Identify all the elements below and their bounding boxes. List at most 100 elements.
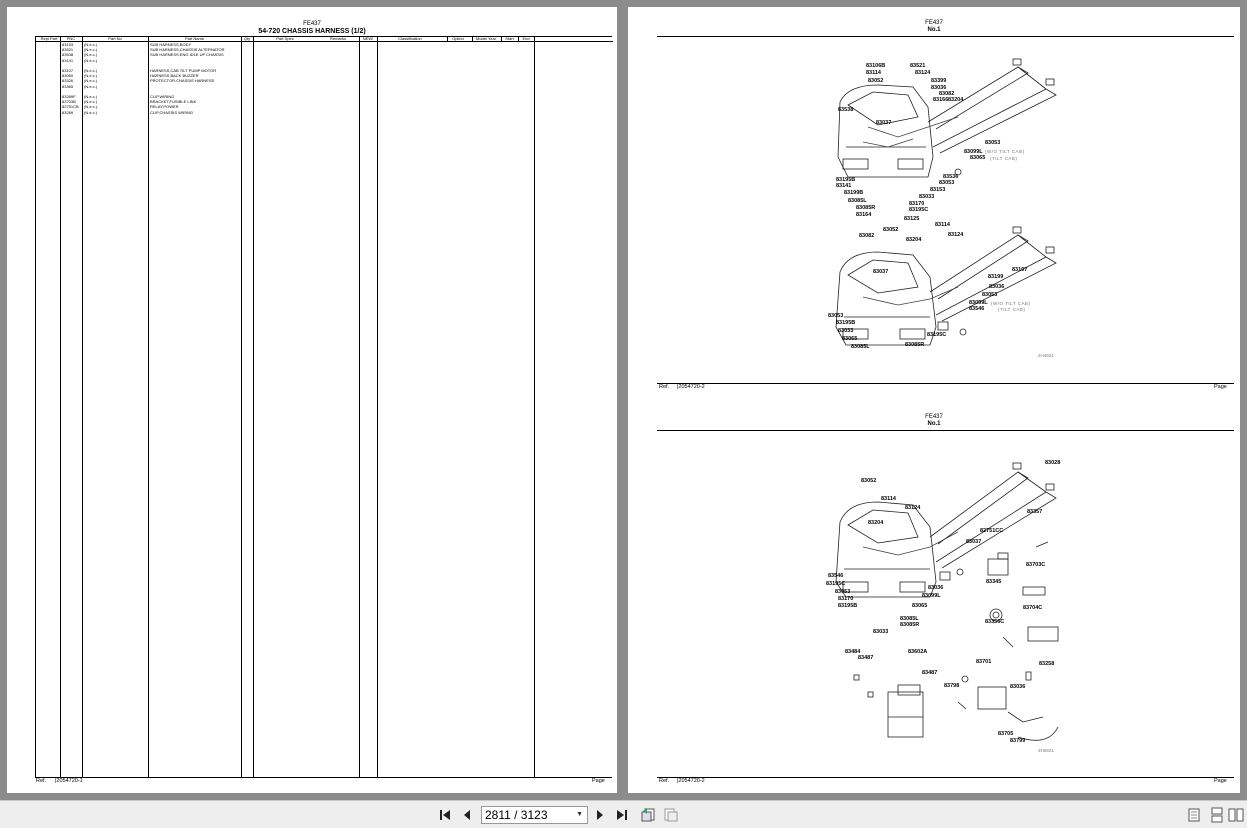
part-callout[interactable]: 83170: [909, 201, 925, 207]
part-callout[interactable]: 83164: [856, 212, 872, 218]
first-page-icon[interactable]: [437, 807, 453, 823]
last-page-icon[interactable]: [614, 807, 630, 823]
part-callout[interactable]: 83053: [982, 292, 998, 298]
part-callout[interactable]: 83053: [828, 313, 844, 319]
part-callout[interactable]: 83085R: [905, 342, 925, 348]
single-page-icon[interactable]: [1186, 807, 1202, 823]
part-callout[interactable]: 83799: [1010, 738, 1026, 744]
part-callout[interactable]: 83399: [931, 78, 947, 84]
part-callout[interactable]: 83085R: [900, 622, 920, 628]
continuous-page-icon[interactable]: [1209, 807, 1225, 823]
part-callout[interactable]: 83141: [836, 183, 852, 189]
part-callout[interactable]: 83484: [845, 649, 861, 655]
part-callout[interactable]: 83065: [842, 336, 858, 342]
figure-code: 2H4921: [1038, 353, 1054, 358]
part-callout[interactable]: 83195B: [838, 603, 858, 609]
part-callout[interactable]: 83546: [969, 306, 985, 312]
part-callout[interactable]: 83536: [943, 174, 959, 180]
part-callout[interactable]: 83028: [1045, 460, 1061, 466]
part-callout[interactable]: 83082: [859, 233, 875, 239]
part-callout[interactable]: 83065: [970, 155, 986, 161]
part-callout[interactable]: 83487: [922, 670, 938, 676]
part-callout[interactable]: 83082: [939, 91, 955, 97]
part-callout[interactable]: 83125: [904, 216, 920, 222]
part-callout[interactable]: 83704C: [1023, 605, 1043, 611]
go-back-icon[interactable]: [640, 807, 656, 823]
part-callout[interactable]: 83037: [876, 120, 892, 126]
part-callout[interactable]: 83199: [988, 274, 1004, 280]
part-callout[interactable]: 83487: [858, 655, 874, 661]
part-callout[interactable]: 83037: [966, 539, 982, 545]
part-callout[interactable]: 83107: [1012, 267, 1028, 273]
part-callout[interactable]: 83204: [868, 520, 884, 526]
part-callout[interactable]: 83085L: [848, 198, 867, 204]
part-callout[interactable]: 83033: [838, 328, 854, 334]
pnc-cell: 82751CB: [62, 104, 79, 110]
part-no-cell: (N.e.c.): [84, 68, 98, 73]
part-name-cell: SUB HARNESS,BODY: [150, 42, 192, 47]
part-callout[interactable]: 83195C: [909, 207, 929, 213]
next-page-icon[interactable]: [592, 807, 608, 823]
part-callout[interactable]: 83124: [948, 232, 964, 238]
prev-page-icon[interactable]: [459, 807, 475, 823]
part-callout[interactable]: 83701: [976, 659, 992, 665]
part-callout[interactable]: 83521: [910, 63, 926, 69]
part-callout[interactable]: 83033: [919, 194, 935, 200]
facing-page-icon[interactable]: [1228, 807, 1244, 823]
col-qty: Qty: [243, 36, 251, 41]
part-callout[interactable]: 83085R: [856, 205, 876, 211]
part-callout[interactable]: 83195C: [826, 581, 846, 587]
part-callout[interactable]: 83114: [881, 496, 896, 502]
part-callout[interactable]: 83538: [838, 107, 854, 113]
part-callout[interactable]: 83199B: [844, 190, 864, 196]
document-viewer[interactable]: FE437 54-720 CHASSIS HARNESS (1/2) Repl …: [0, 0, 1247, 800]
part-callout[interactable]: 83798: [944, 683, 960, 689]
part-callout[interactable]: 83053: [835, 589, 851, 595]
part-callout[interactable]: 83204: [948, 97, 964, 103]
part-callout[interactable]: 83357: [1027, 509, 1043, 515]
part-callout[interactable]: 83602A: [908, 649, 928, 655]
part-callout[interactable]: 83052: [883, 227, 899, 233]
part-callout[interactable]: 83124: [915, 70, 931, 76]
part-callout[interactable]: 83037: [873, 269, 889, 275]
part-callout[interactable]: 83085L: [851, 344, 870, 350]
page-number-select[interactable]: 2811 / 3123 ▼: [481, 806, 588, 824]
part-callout[interactable]: 83703C: [1026, 562, 1046, 568]
part-callout[interactable]: 83036: [989, 284, 1005, 290]
model-code: FE437: [303, 21, 321, 27]
part-callout[interactable]: 83124: [905, 505, 921, 511]
part-callout[interactable]: 83065: [912, 603, 928, 609]
part-callout[interactable]: 83052: [861, 478, 877, 484]
page-label: Page: [1214, 384, 1227, 390]
part-callout[interactable]: 82751CC: [980, 528, 1004, 534]
part-callout[interactable]: 83114: [866, 70, 881, 76]
part-callout[interactable]: 83085L: [900, 616, 919, 622]
part-callout[interactable]: 83033: [873, 629, 889, 635]
part-callout[interactable]: 83114: [935, 222, 950, 228]
part-callout[interactable]: 83053: [939, 180, 955, 186]
part-callout[interactable]: 83036: [928, 585, 944, 591]
part-callout[interactable]: 83195B: [836, 320, 856, 326]
part-callout[interactable]: 83170: [838, 596, 854, 602]
part-name-cell: SUB HARNESS,CHASSIS ALTERNATOR: [150, 47, 225, 53]
part-callout[interactable]: 83153: [930, 187, 946, 193]
part-callout[interactable]: 83052: [868, 78, 884, 84]
part-callout[interactable]: 83099L: [922, 593, 941, 599]
part-callout[interactable]: 83546: [828, 573, 844, 579]
part-callout[interactable]: 83356C: [985, 619, 1005, 625]
part-callout[interactable]: 83195C: [927, 332, 947, 338]
part-callout[interactable]: 83204: [906, 237, 922, 243]
part-callout[interactable]: 83195B: [836, 177, 856, 183]
part-callout[interactable]: 83166: [933, 97, 949, 103]
part-callout[interactable]: 83099L: [964, 149, 983, 155]
part-callout[interactable]: 83036: [1010, 684, 1026, 690]
part-callout[interactable]: 83258: [1039, 661, 1055, 667]
part-callout[interactable]: 83705: [998, 731, 1014, 737]
part-callout[interactable]: 83099L: [969, 300, 988, 306]
callout-note: (W/O TILT CAB): [985, 149, 1025, 154]
part-callout[interactable]: 83106B: [866, 63, 886, 69]
go-forward-icon[interactable]: [663, 807, 679, 823]
part-callout[interactable]: 83053: [985, 140, 1001, 146]
part-callout[interactable]: 83345: [986, 579, 1002, 585]
part-callout[interactable]: 83036: [931, 85, 947, 91]
